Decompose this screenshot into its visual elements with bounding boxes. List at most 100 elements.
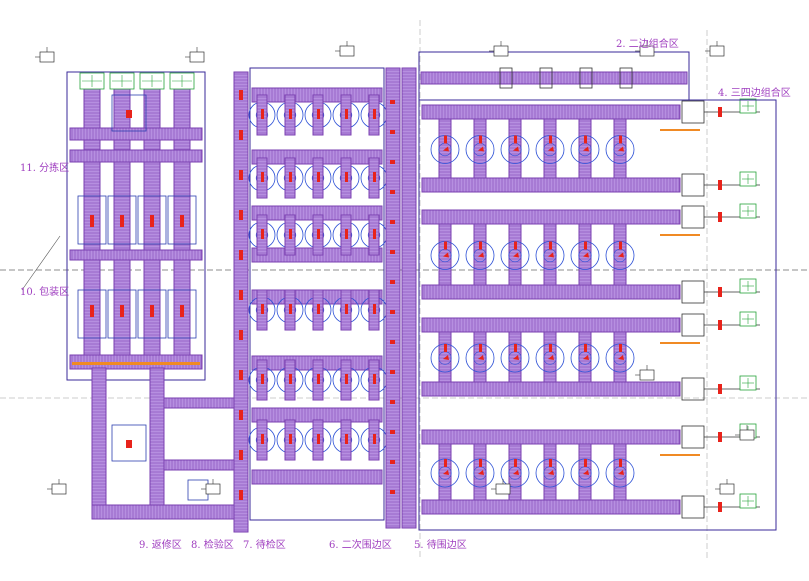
lane-red-marker [514,241,517,250]
turn-module [681,425,705,449]
lane-red-marker [317,109,320,119]
edge-combine-lane [438,443,452,501]
lane-red-marker [90,215,94,227]
repair-vertical-right [149,367,165,519]
lane-red-marker [619,459,622,467]
edge-combine-lane [613,331,627,383]
lane-red-marker [317,304,320,314]
packing-crossbelt-1 [69,249,203,261]
reference-box [639,369,655,381]
robot-arm [443,470,449,475]
repair-red-marker [126,110,132,118]
lane-red-marker [584,459,587,467]
lane-red-marker [345,229,348,239]
zone-label-packing: 10. 包装区 [20,287,70,298]
turn-module [681,377,705,401]
robot-arm [618,146,624,152]
lane-red-marker [345,304,348,314]
lane-red-marker [373,109,376,119]
lane-red-marker [180,215,184,227]
red-marker [239,330,243,340]
edge-combine-row-top-2 [421,317,681,333]
orange-marker [660,342,700,344]
reference-box [739,429,755,441]
edge-combine-lane [438,223,452,286]
three-four-edge-frame [418,99,777,531]
lane-red-marker [373,229,376,239]
reference-box [719,483,735,495]
red-marker [390,160,395,164]
lane-red-marker [345,434,348,444]
reference-box [51,483,67,495]
edge-combine-lane [508,331,522,383]
two-edge-belt [420,71,688,85]
robot-arm [443,355,449,360]
lane-red-marker [584,135,587,144]
sorting-zone-frame [66,71,206,381]
lane-red-marker [317,434,320,444]
turn-module [681,280,705,304]
robot-arm [513,252,519,258]
robot-arm [478,252,484,258]
lane-red-marker [345,109,348,119]
zone-label-repair: 9. 返修区 [139,540,182,551]
packing-station [167,195,197,245]
red-marker [390,340,395,344]
red-marker [390,220,395,224]
red-marker [390,370,395,374]
lane-red-marker [289,109,292,119]
lane-red-marker [549,135,552,144]
outfeed-red-marker [718,212,722,222]
robot-arm [548,355,554,360]
turn-module [681,100,705,124]
lane-red-marker [261,304,264,314]
red-marker [239,90,243,100]
repair-vertical-left [91,367,107,519]
edge-combine-lane [543,223,557,286]
edge-combine-row-bottom-3 [421,499,681,515]
packing-station [137,195,167,245]
lane-red-marker [619,344,622,352]
robot-arm [583,146,589,152]
lane-red-marker [549,459,552,467]
outfeed-red-marker [718,432,722,442]
lane-red-marker [90,305,94,317]
edge-combine-lane [578,443,592,501]
red-marker [390,400,395,404]
robot-arm [618,355,624,360]
reference-box [493,45,509,57]
lane-red-marker [444,344,447,352]
lane-red-marker [373,374,376,384]
reference-box [339,45,355,57]
zone-label-sorting: 11. 分拣区 [20,163,70,174]
turn-module [681,313,705,337]
reference-box [709,45,725,57]
edge-combine-lane [438,331,452,383]
lane-red-marker [120,305,124,317]
red-marker [239,370,243,380]
lane-red-marker [150,305,154,317]
lane-red-marker [261,109,264,119]
red-marker [390,100,395,104]
outfeed-red-marker [718,107,722,117]
edge-combine-lane [578,223,592,286]
red-marker [390,310,395,314]
outfeed-red-marker [718,502,722,512]
red-marker [390,130,395,134]
packing-station [107,195,137,245]
lane-red-marker [180,305,184,317]
lane-red-marker [345,172,348,182]
robot-arm [548,146,554,152]
second-edging-frame [249,67,385,521]
combine-module [539,67,553,89]
robot-arm [478,146,484,152]
outfeed-red-marker [718,320,722,330]
edge-combine-lane [508,443,522,501]
edge-combine-lane [508,223,522,286]
lane-red-marker [317,229,320,239]
edge-combine-lane [473,331,487,383]
robot-arm [513,355,519,360]
edge-combine-row-top-3 [421,429,681,445]
lane-red-marker [514,459,517,467]
